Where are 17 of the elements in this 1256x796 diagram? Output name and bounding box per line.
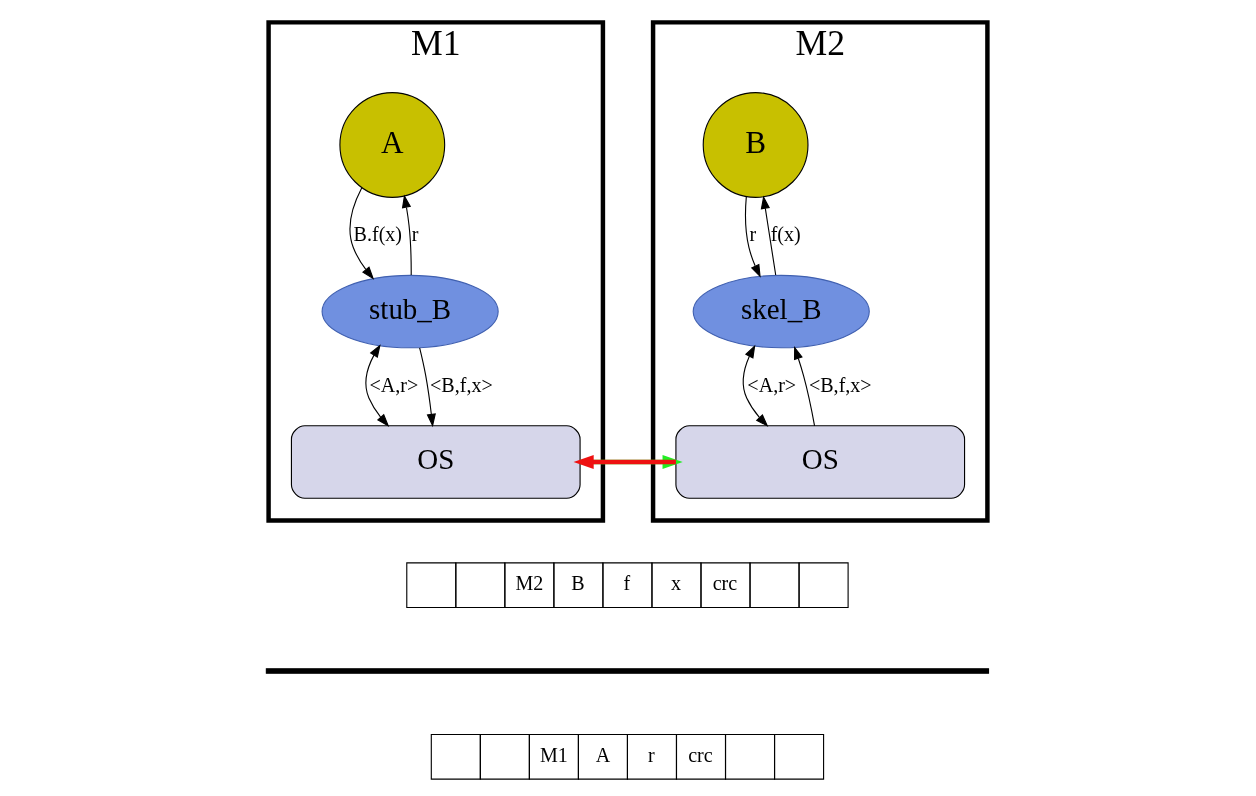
edge-label: <B,f,x>: [808, 373, 872, 396]
edge-label: B.f(x): [353, 222, 403, 245]
label: A: [595, 743, 611, 766]
label: x: [670, 571, 681, 594]
label: M2: [515, 571, 544, 594]
label: B: [571, 571, 585, 594]
label: r: [648, 743, 655, 766]
label: crc: [712, 571, 738, 594]
edge-label: <A,r>: [747, 373, 797, 396]
label: f: [623, 571, 631, 594]
edge-label: r: [749, 222, 757, 245]
label: crc: [688, 743, 713, 766]
edge-label: r: [411, 222, 419, 245]
label: M1: [539, 743, 568, 766]
edge-label: <A,r>: [369, 373, 419, 396]
edge-label: <B,f,x>: [430, 373, 493, 396]
edge-label: f(x): [770, 222, 801, 245]
